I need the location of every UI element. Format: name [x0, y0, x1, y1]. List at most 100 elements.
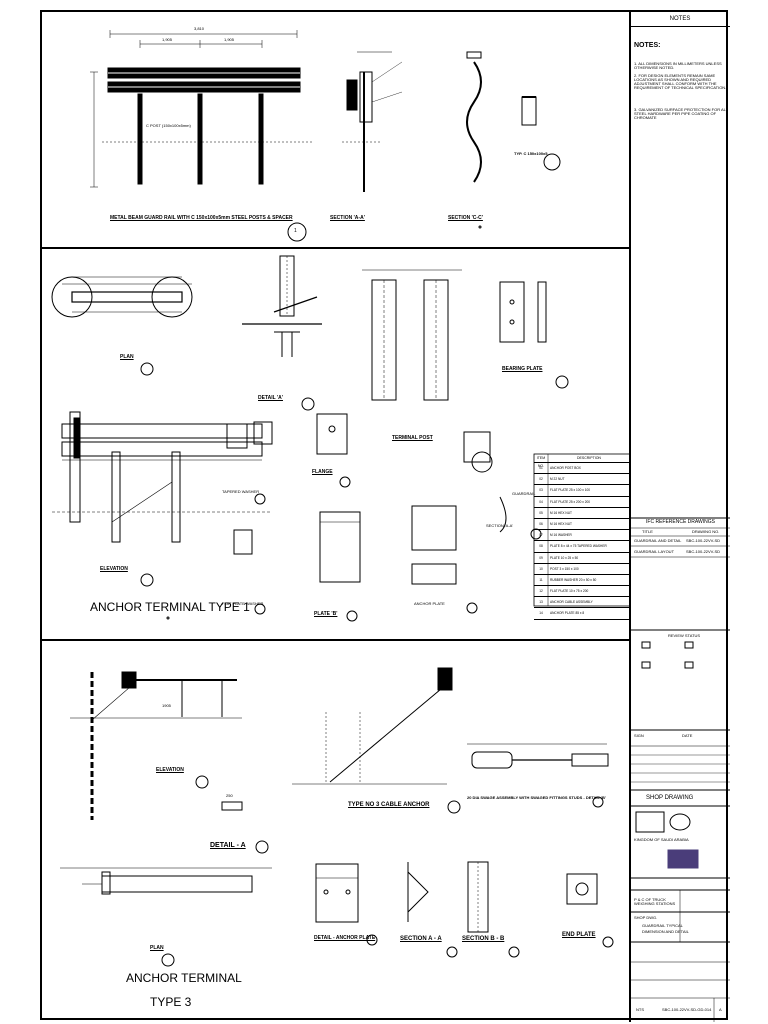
ifc-row2-title: GUARDRAIL LAYOUT: [634, 549, 675, 554]
table-cell-item: 11: [539, 577, 543, 582]
plan-caption: PLAN: [120, 354, 134, 360]
table-row: 06 M 16 HEX NUT: [534, 519, 630, 531]
table-cell-desc: FLAT PLATE 10 x 75 x 200: [550, 589, 589, 594]
table-cell-item: 07: [539, 533, 543, 538]
table-cell-desc: FLAT PLATE 25 x 100 x 100: [550, 488, 591, 493]
post-label: C POST (150x100x5mm): [146, 123, 191, 128]
ifc-row2-dwg: SBC-100-22VV-SD: [686, 549, 721, 554]
table-cell-desc: POST 3 x 150 x 100: [550, 566, 579, 571]
dim-1905: 1905: [162, 703, 171, 708]
guardrail-label: GUARDRAIL: [512, 491, 536, 496]
drawing-sheet: NOTES NOTES: 1. ALL DIMENSIONS IN MILLIM…: [40, 10, 730, 1022]
ifc-title: IFC REFERENCE DRAWINGS: [646, 519, 715, 525]
ifc-header-dwg: DRAWING NO.: [692, 529, 720, 534]
dim-b: 1,905: [224, 37, 235, 42]
type3-title-line1: ANCHOR TERMINAL: [126, 971, 242, 985]
section-aa-type1: SECTION 'A-A': [486, 523, 514, 528]
table-cell-item: 04: [539, 499, 543, 504]
table-row: 12 FLAT PLATE 10 x 75 x 200: [534, 586, 630, 598]
table-row: 11 RUBBER WASHER 20 x 50 x 50: [534, 575, 630, 587]
review-status-title: REVIEW STATUS: [668, 633, 701, 638]
cable-anchor-caption: TYPE NO 3 CABLE ANCHOR: [348, 802, 430, 808]
table-cell-item: 09: [539, 555, 543, 560]
table-cell-desc: ANCHOR CABLE ASSEMBLY: [550, 600, 593, 605]
elevation-caption: ELEVATION: [100, 566, 128, 572]
plate-b-caption: PLATE 'B': [314, 611, 338, 617]
table-row: 08 PLATE 8 x 44 x 75 TAPERED WASHER: [534, 541, 630, 553]
type3-title-line2: TYPE 3: [150, 995, 192, 1009]
table-cell-desc: M 16 WASHER: [550, 533, 572, 538]
typ-label: TYP. C 150x100x5: [514, 151, 548, 156]
table-cell-item: 05: [539, 510, 543, 515]
detail-anchor-plate-caption: DETAIL - ANCHOR PLATE: [314, 935, 376, 941]
shop-drawing-label: SHOP DRAWING: [646, 795, 694, 801]
swage-caption: 20 DIA SWAGE ASSEMBLY WITH SWAGED FITTIN…: [467, 795, 606, 800]
table-cell-desc: PLATE 10 x 25 x 50: [550, 555, 579, 560]
terminal-post-caption: TERMINAL POST: [392, 435, 433, 441]
detail-a-caption: DETAIL 'A': [258, 395, 283, 401]
revision: A: [719, 1007, 722, 1012]
table-row: 13 ANCHOR CABLE ASSEMBLY: [534, 597, 630, 609]
table-cell-item: 10: [539, 566, 543, 571]
tapered-washer-caption: TAPERED WASHER: [222, 489, 260, 494]
view1-number: 1: [294, 228, 297, 234]
table-row: 10 POST 3 x 150 x 100: [534, 564, 630, 575]
section-aa-caption: SECTION 'A-A': [330, 215, 365, 221]
scale-value: NTS: [636, 1007, 644, 1012]
table-row: 09 PLATE 10 x 25 x 50: [534, 553, 630, 564]
dim-250: 250: [226, 793, 233, 798]
table-cell-item: 03: [539, 488, 543, 493]
drawing-linework: [42, 12, 730, 1022]
desc-line1: GUARDRAIL TYPICAL: [642, 923, 683, 928]
table-row: 02 M 22 NUT: [534, 474, 630, 486]
table-cell-desc: M 22 NUT: [550, 477, 565, 482]
ifc-header-title: TITLE: [642, 529, 653, 534]
note-2: 2. FOR DESIGN ELEMENTS REMAIN SAME LOCAT…: [634, 73, 727, 90]
flat-plate-washer-caption: FLAT PLATE WASHER: [222, 601, 264, 606]
table-cell-item: 08: [539, 544, 543, 549]
table-row: 05 M 16 HEX NUT: [534, 508, 630, 519]
table-cell-desc: ANCHOR PLATE 85 x 8: [550, 611, 585, 616]
table-cell-item: 01: [539, 466, 543, 470]
table-row: 07 M 16 WASHER: [534, 530, 630, 542]
table-row: 03 FLAT PLATE 25 x 100 x 100: [534, 485, 630, 497]
section-aa-type3-caption: SECTION A - A: [400, 936, 442, 942]
drawing-number: SBC-100-22VV-SD-GD-014: [662, 1007, 712, 1012]
note-3: 3. GALVANIZED SURFACE PROTECTION FOR ALL…: [634, 107, 728, 120]
table-header-desc: DESCRIPTION: [577, 456, 601, 460]
table-cell-desc: M 16 HEX NUT: [550, 510, 572, 515]
ifc-row1-dwg: SBC-100-22VV-SD: [686, 538, 721, 543]
ifc-row1-title: GUARDRAIL AND DETAIL: [634, 538, 682, 543]
table-cell-item: 06: [539, 521, 543, 526]
table-row: 01 ANCHOR POST BOX: [534, 463, 630, 475]
type3-elevation-caption: ELEVATION: [156, 767, 184, 773]
table-row: 14 ANCHOR PLATE 85 x 8: [534, 608, 630, 620]
notes-header: NOTES: [630, 12, 730, 27]
anchor-type1-title: ANCHOR TERMINAL TYPE 1: [90, 600, 250, 614]
date-label: DATE: [682, 733, 693, 738]
table-cell-item: 02: [539, 477, 543, 482]
view1-caption: METAL BEAM GUARD RAIL WITH C 150x100x5mm…: [110, 215, 293, 221]
desc-line2: DIMENSION AND DETAIL: [642, 929, 689, 934]
notes-title: NOTES:: [634, 42, 661, 49]
kingdom-label: KINGDOM OF SAUDI ARABIA: [634, 837, 689, 842]
section-cc-caption: SECTION 'C-C': [448, 215, 483, 221]
table-cell-desc: RUBBER WASHER 20 x 50 x 50: [550, 577, 597, 582]
dim-a: 1,905: [162, 37, 173, 42]
table-cell-desc: PLATE 8 x 44 x 75 TAPERED WASHER: [550, 544, 607, 549]
flange-caption: FLANGE: [312, 469, 333, 475]
type3-detail-a-caption: DETAIL - A: [210, 842, 246, 849]
bearing-plate-caption: BEARING PLATE: [502, 366, 543, 372]
table-cell-desc: M 16 HEX NUT: [550, 521, 572, 526]
dim-total: 3,810: [194, 26, 205, 31]
sign-label: SIGN: [634, 733, 644, 738]
anchor-plate-caption: ANCHOR PLATE: [414, 601, 445, 606]
end-plate-caption: END PLATE: [562, 932, 596, 938]
table-cell-item: 13: [539, 600, 543, 605]
table-cell-item: 14: [539, 611, 543, 616]
table-cell-item: 12: [539, 589, 543, 594]
shop-dwg-title: SHOP DWG.: [634, 915, 658, 920]
table-cell-desc: ANCHOR POST BOX: [550, 466, 581, 470]
